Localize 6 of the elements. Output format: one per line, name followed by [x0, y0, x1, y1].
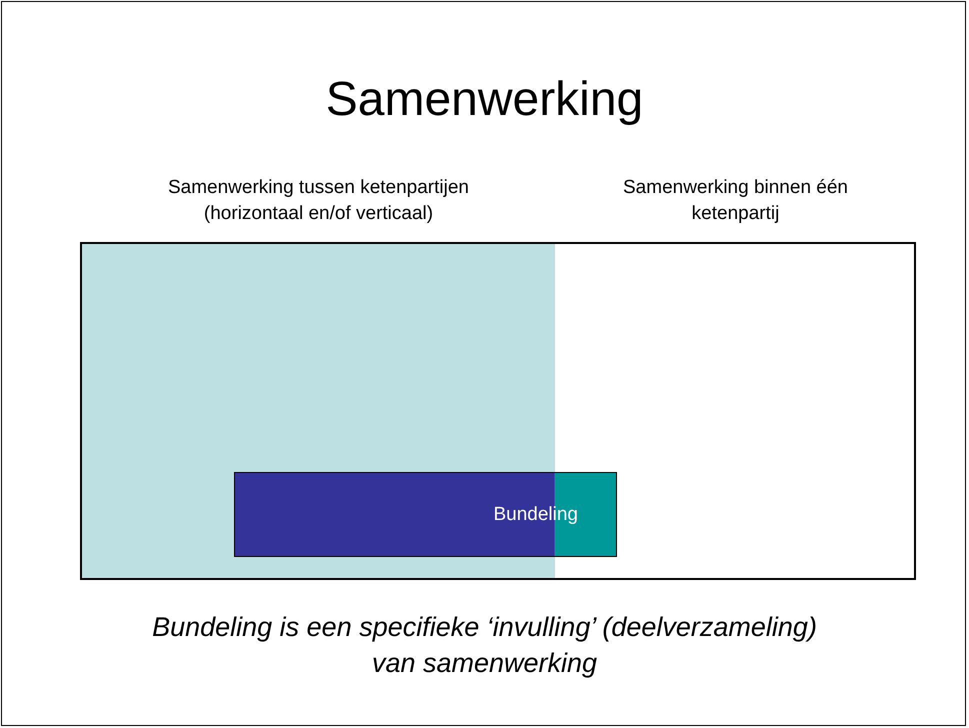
slide-title: Samenwerking [324, 72, 644, 128]
right-region-heading: Samenwerking binnen één ketenpartij [622, 176, 849, 226]
bar-label: Bundeling [493, 504, 578, 526]
left-region-heading: Samenwerking tussen ketenpartijen (horizontaal en/of verticaal) [166, 176, 470, 226]
overlap-bar [234, 472, 617, 557]
slide-caption: Bundeling is een specifieke ‘invulling’ (deelverzameling) van samenwerking [151, 611, 818, 680]
